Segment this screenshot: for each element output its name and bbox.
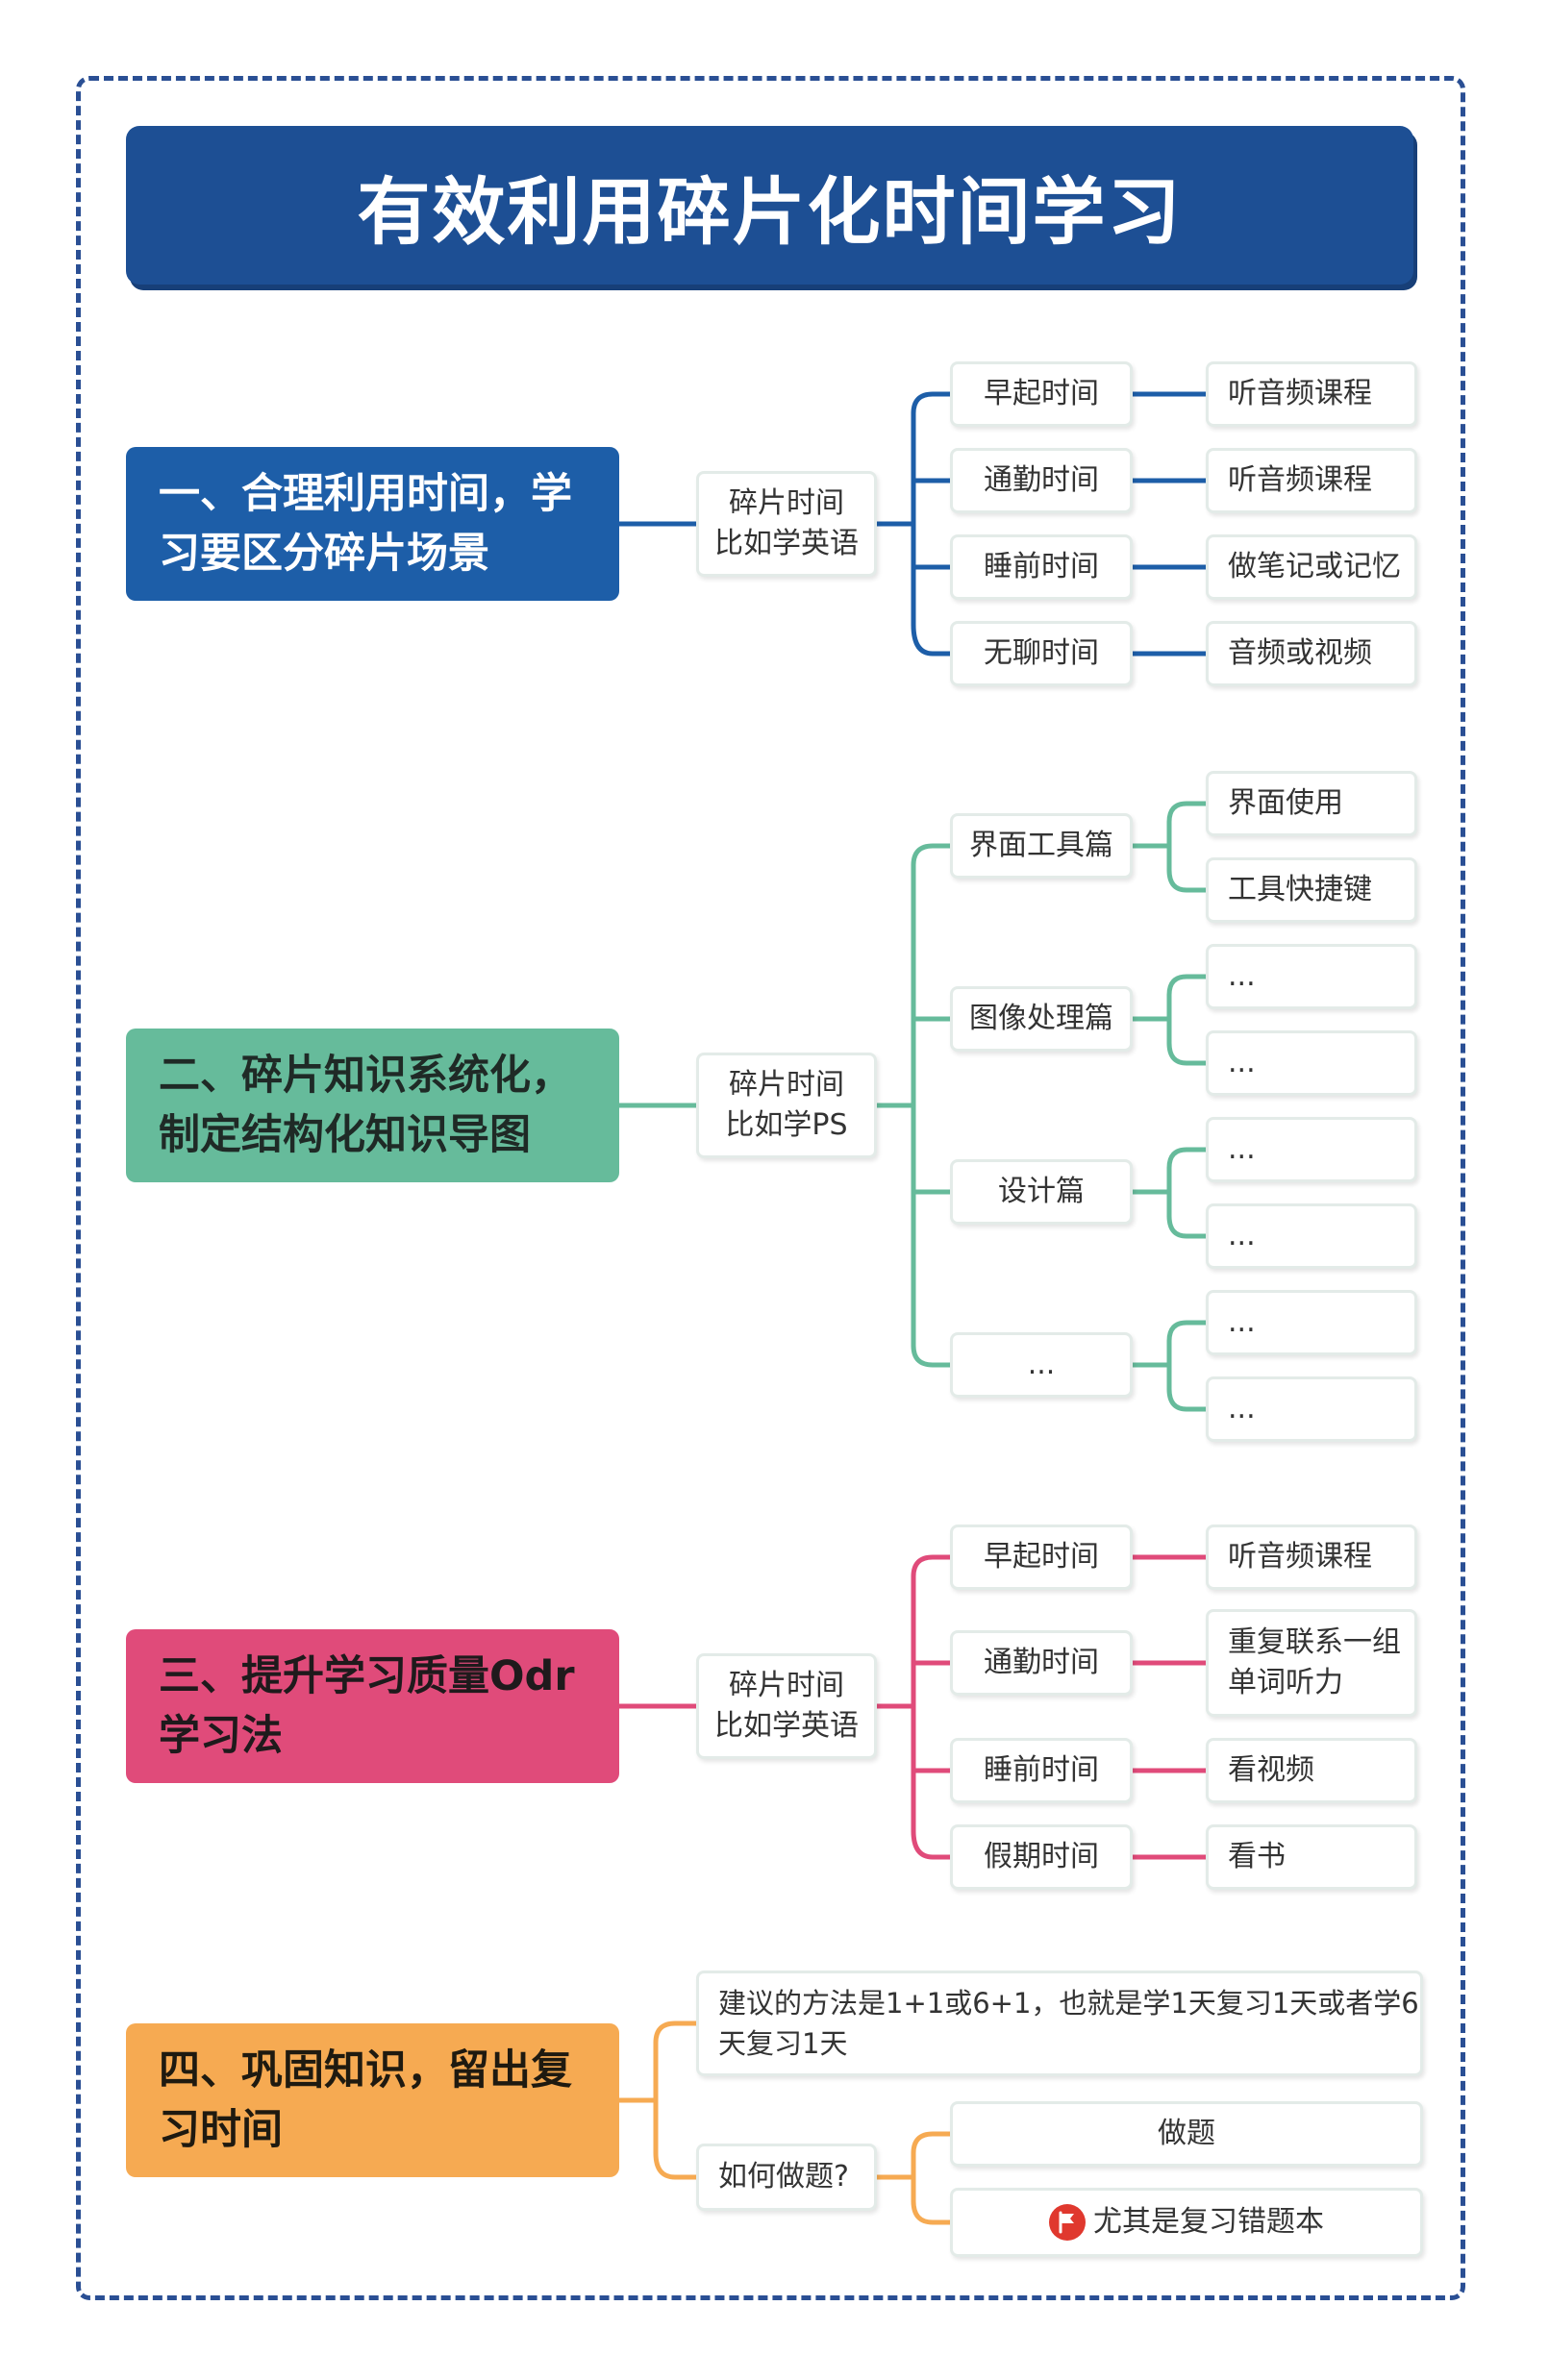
- b1-leaf-1: 听音频课程: [1206, 361, 1417, 427]
- b1-leaf-3: 做笔记或记忆: [1206, 534, 1417, 600]
- b1-child-4: 无聊时间: [950, 621, 1133, 686]
- b2-child-2: 图像处理篇: [950, 986, 1133, 1052]
- dashed-frame: [76, 76, 1465, 2300]
- b3-child-1: 早起时间: [950, 1525, 1133, 1590]
- b4-child-1: 做题: [950, 2101, 1423, 2167]
- b4-note-line1: 建议的方法是1+1或6+1，也就是学1天复习1天或者学6: [718, 1987, 1419, 2020]
- b1-leaf-4: 音频或视频: [1206, 621, 1417, 686]
- mid-node-2-line1: 碎片时间: [728, 1068, 844, 1102]
- mid-node-3: 碎片时间 比如学英语: [696, 1653, 877, 1759]
- mid-node-4: 如何做题?: [696, 2144, 877, 2211]
- red-flag-icon: [1049, 2204, 1086, 2241]
- mid-node-3-line2: 比如学英语: [714, 1709, 859, 1743]
- main-node-1-line2: 习要区分碎片场景: [159, 530, 489, 578]
- branch-4-connectors: [616, 2021, 953, 2225]
- main-node-3-line1: 三、提升学习质量Odr: [159, 1652, 575, 1700]
- b3-leaf-2-line2: 单词听力: [1228, 1666, 1343, 1699]
- title-banner: 有效利用碎片化时间学习: [126, 126, 1413, 285]
- branch-2-connectors: [616, 801, 1209, 1412]
- b3-leaf-3: 看视频: [1206, 1738, 1417, 1803]
- b2-leaf-2b: ...: [1206, 1030, 1417, 1096]
- main-node-4-line1: 四、巩固知识，留出复: [159, 2046, 572, 2095]
- b3-leaf-4: 看书: [1206, 1824, 1417, 1890]
- b4-note-line2: 天复习1天: [718, 2027, 848, 2060]
- b2-leaf-3a: ...: [1206, 1117, 1417, 1182]
- b3-child-4: 假期时间: [950, 1824, 1133, 1890]
- b1-child-2: 通勤时间: [950, 448, 1133, 513]
- b2-leaf-1b: 工具快捷键: [1206, 857, 1417, 923]
- b2-leaf-4a: ...: [1206, 1290, 1417, 1355]
- mid-node-1: 碎片时间 比如学英语: [696, 471, 877, 577]
- b2-leaf-2a: ...: [1206, 944, 1417, 1009]
- b3-leaf-1: 听音频课程: [1206, 1525, 1417, 1590]
- mid-node-3-line1: 碎片时间: [729, 1669, 844, 1702]
- b2-child-1: 界面工具篇: [950, 813, 1133, 879]
- b3-child-2: 通勤时间: [950, 1630, 1133, 1696]
- mid-node-1-line1: 碎片时间: [729, 486, 844, 520]
- main-node-4-line2: 习时间: [159, 2106, 283, 2154]
- branch-3-connectors: [616, 1554, 1209, 1860]
- b1-child-3: 睡前时间: [950, 534, 1133, 600]
- main-node-2-line1: 二、碎片知识系统化，: [159, 1052, 572, 1100]
- b4-child-2-label: 尤其是复习错题本: [1093, 2205, 1324, 2239]
- b2-leaf-4b: ...: [1206, 1376, 1417, 1442]
- main-node-2: 二、碎片知识系统化， 制定结构化知识导图: [126, 1029, 619, 1182]
- b2-leaf-1a: 界面使用: [1206, 771, 1417, 836]
- b2-child-3: 设计篇: [950, 1159, 1133, 1225]
- b1-leaf-2: 听音频课程: [1206, 448, 1417, 513]
- branch-1-connectors: [616, 391, 1209, 657]
- page-title: 有效利用碎片化时间学习: [357, 168, 1183, 255]
- b4-child-2: 尤其是复习错题本: [950, 2188, 1423, 2257]
- b4-note: 建议的方法是1+1或6+1，也就是学1天复习1天或者学6 天复习1天: [696, 1971, 1423, 2076]
- b2-child-4: ...: [950, 1332, 1133, 1398]
- mid-node-1-line2: 比如学英语: [714, 527, 859, 560]
- b3-leaf-2: 重复联系一组 单词听力: [1206, 1609, 1417, 1717]
- mid-node-2-line2: 比如学PS: [725, 1108, 848, 1142]
- main-node-1-line1: 一、合理利用时间，学: [159, 470, 572, 518]
- b2-leaf-3b: ...: [1206, 1203, 1417, 1269]
- main-node-3: 三、提升学习质量Odr 学习法: [126, 1629, 619, 1783]
- main-node-4: 四、巩固知识，留出复 习时间: [126, 2023, 619, 2177]
- b3-leaf-2-line1: 重复联系一组: [1228, 1625, 1401, 1659]
- mid-node-2: 碎片时间 比如学PS: [696, 1053, 877, 1158]
- main-node-2-line2: 制定结构化知识导图: [159, 1111, 531, 1159]
- b3-child-3: 睡前时间: [950, 1738, 1133, 1803]
- b1-child-1: 早起时间: [950, 361, 1133, 427]
- main-node-1: 一、合理利用时间，学 习要区分碎片场景: [126, 447, 619, 601]
- main-node-3-line2: 学习法: [159, 1712, 283, 1760]
